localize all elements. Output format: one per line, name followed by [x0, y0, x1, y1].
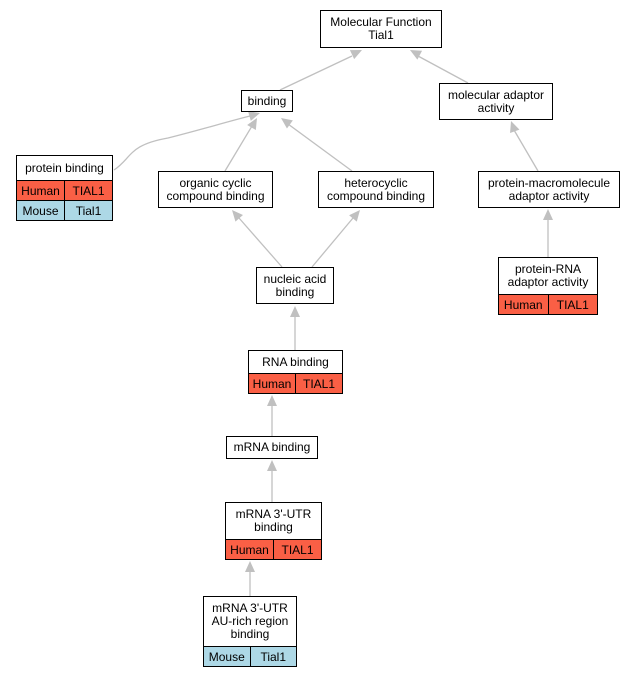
arrowhead-pb-bind	[248, 111, 260, 121]
node-title: molecular adaptor activity	[447, 87, 545, 115]
node-title: Molecular Function Tial1	[330, 15, 432, 42]
node-title: heterocyclic compound binding	[326, 175, 426, 203]
arrowhead-pma-mad	[510, 121, 520, 134]
species-label: Mouse	[22, 203, 59, 218]
edge-bind-mf	[279, 55, 353, 91]
species-label: Human	[503, 297, 543, 312]
node-title: mRNA 3'-UTR AU-rich region binding	[211, 601, 289, 641]
node-protein-macromolecule-adaptor-activity[interactable]: protein-macromolecule adaptor activity	[478, 171, 620, 208]
species-label: Mouse	[208, 649, 245, 664]
node-title: nucleic acid binding	[263, 271, 327, 299]
edge-pb-bind	[113, 115, 251, 171]
arrowhead-nab-occ	[232, 210, 243, 222]
node-title: protein-RNA adaptor activity	[507, 262, 589, 289]
node-organic-cyclic-compound-binding[interactable]: organic cyclic compound binding	[158, 171, 273, 208]
edge-occ-bind	[224, 125, 253, 172]
edge-mad-mf	[417, 55, 469, 84]
node-heterocyclic-compound-binding[interactable]: heterocyclic compound binding	[318, 171, 434, 208]
edge-nab-hcc	[311, 217, 354, 268]
species-row-mouse: Mouse Tial1	[204, 646, 296, 666]
species-label: Human	[21, 183, 60, 198]
arrowhead-nab-hcc	[349, 210, 360, 222]
arrowhead-mad-mf	[410, 50, 423, 60]
arrowhead-are-utr	[245, 561, 255, 572]
node-title: binding	[247, 93, 287, 108]
arrowhead-rna-nab	[290, 306, 300, 317]
arrowhead-bind-mf	[349, 50, 362, 60]
gene-label: TIAL1	[273, 540, 321, 559]
species-label: Human	[230, 542, 269, 557]
node-title: protein-macromolecule adaptor activity	[487, 175, 611, 203]
gene-label: TIAL1	[295, 374, 342, 393]
arrowhead-mrna-rna	[267, 395, 277, 406]
arrowhead-hcc-bind	[281, 118, 293, 129]
species-row-human: Human TIAL1	[226, 539, 321, 559]
node-binding[interactable]: binding	[241, 90, 293, 112]
node-mrna-binding[interactable]: mRNA binding	[226, 436, 318, 459]
node-molecular-function[interactable]: Molecular Function Tial1	[320, 10, 442, 48]
gene-label: Tial1	[249, 647, 297, 666]
edge-nab-occ	[238, 217, 283, 268]
node-nucleic-acid-binding[interactable]: nucleic acid binding	[256, 267, 334, 304]
arrowhead-utr-mrna	[267, 460, 277, 471]
node-title: organic cyclic compound binding	[166, 175, 265, 203]
node-title: RNA binding	[262, 354, 329, 369]
node-title: mRNA binding	[233, 440, 311, 454]
gene-label: Tial1	[64, 201, 112, 220]
species-row-human: Human TIAL1	[17, 180, 112, 200]
edge-pma-mad	[513, 129, 539, 172]
species-row-human: Human TIAL1	[499, 294, 597, 314]
arrowhead-occ-bind	[247, 118, 257, 131]
arrowhead-pra-pma	[543, 209, 553, 220]
node-molecular-adaptor-activity[interactable]: molecular adaptor activity	[439, 83, 553, 120]
species-row-mouse: Mouse Tial1	[17, 200, 112, 220]
edge-hcc-bind	[287, 123, 353, 172]
node-title: protein binding	[25, 160, 104, 175]
node-title: mRNA 3'-UTR binding	[235, 507, 312, 534]
gene-label: TIAL1	[547, 295, 598, 314]
gene-label: TIAL1	[64, 181, 112, 200]
species-label: Human	[252, 376, 292, 391]
